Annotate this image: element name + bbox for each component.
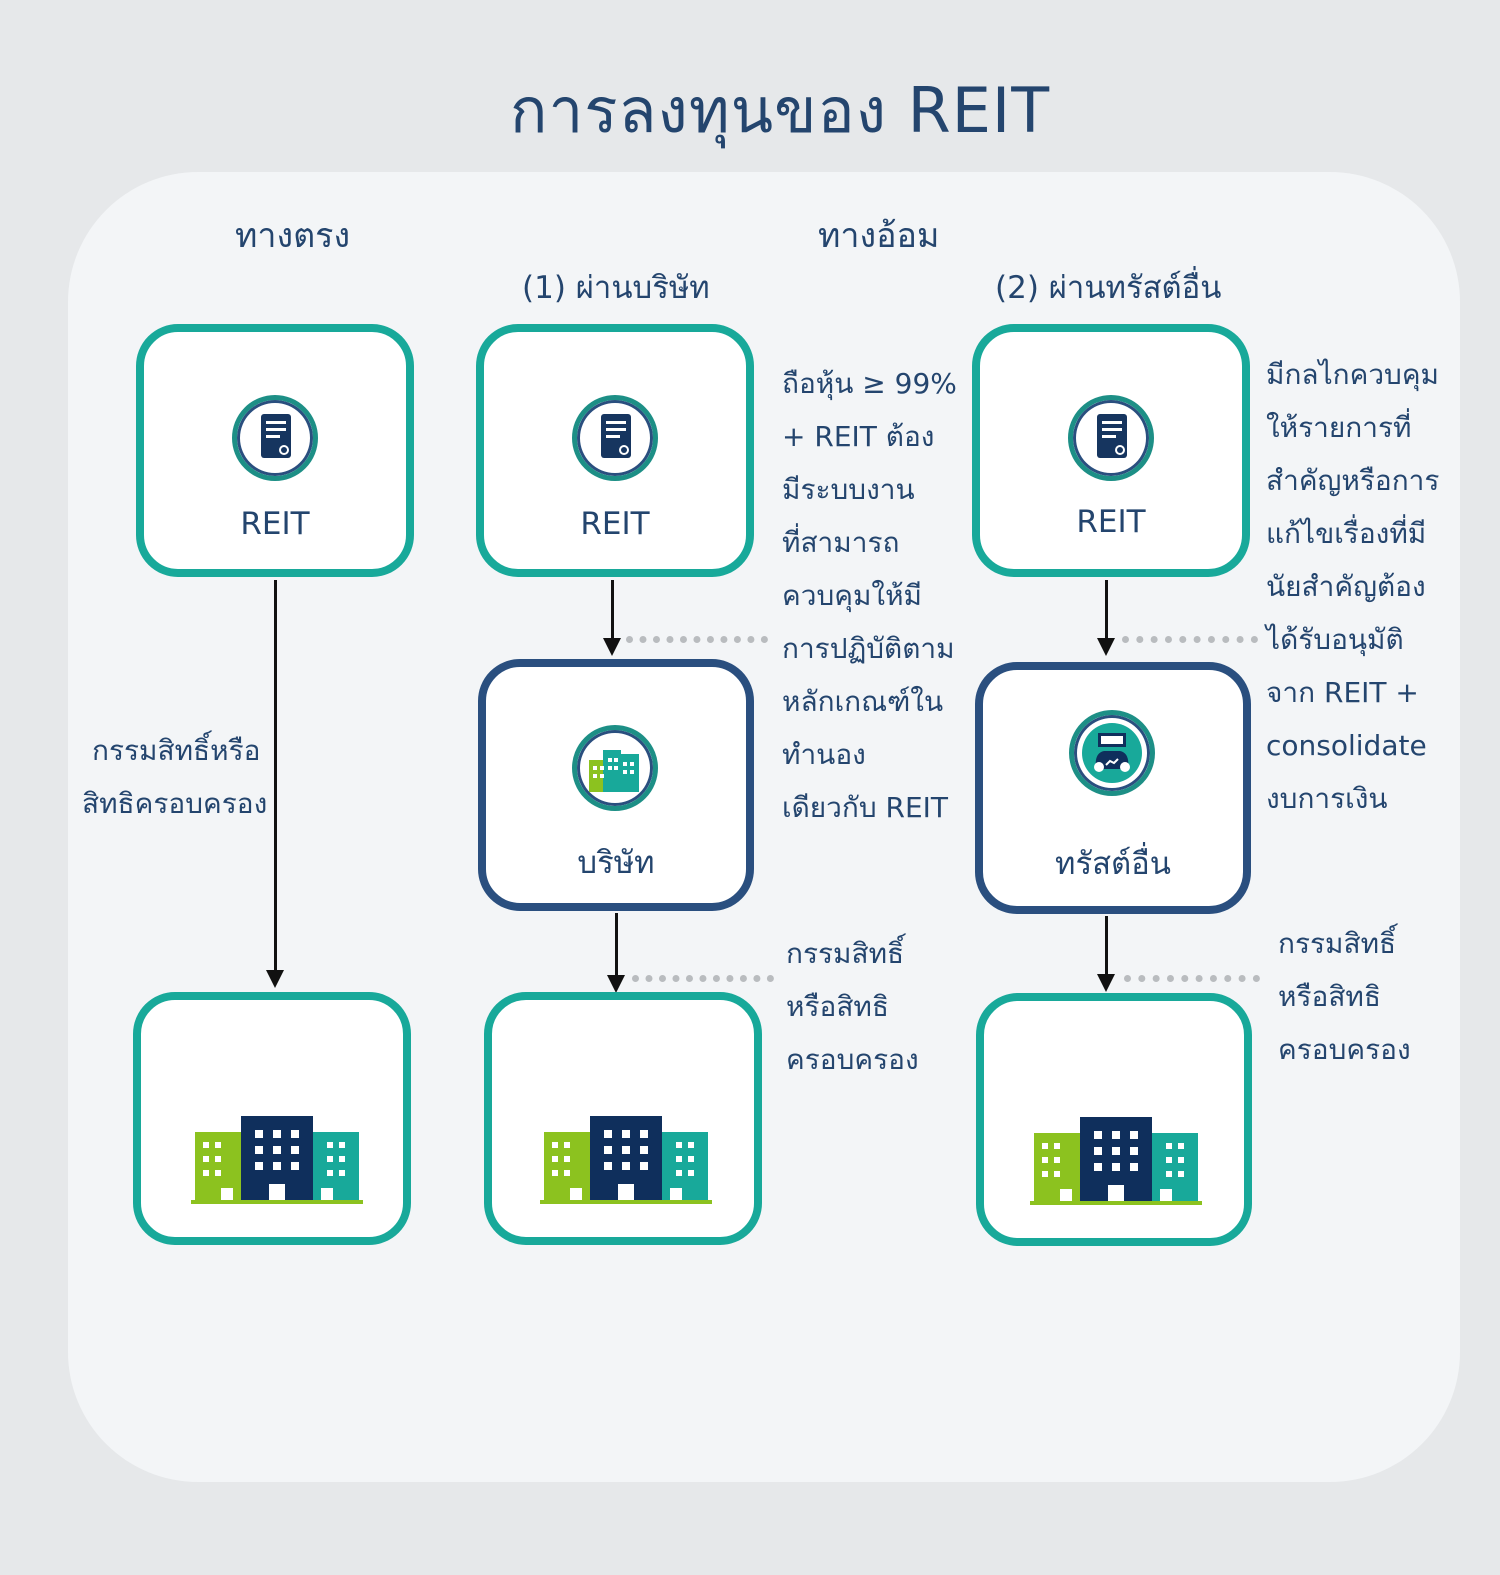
buildings-icon [191,1116,363,1204]
trust-note-line: จาก REIT + [1266,676,1419,709]
property-box-direct [133,992,411,1245]
trust-ownership-note: กรรมสิทธิ์ หรือสิทธิ ครอบครอง [1278,917,1411,1076]
ownership-note-line: ครอบครอง [1278,1033,1411,1066]
company-note-line: มีระบบงาน [782,473,915,506]
reit-label: REIT [580,506,650,542]
connector-dotted [1124,975,1260,982]
trust-note-line: มีกลไกควบคุม [1266,358,1440,391]
company-note-line: เดียวกับ REIT [782,791,949,824]
trust-note-line: งบการเงิน [1266,782,1388,815]
page-title: การลงทุนของ REIT [509,74,1051,147]
arrow-reit-company-head [603,638,621,656]
money-bag-icon [1069,710,1155,796]
trust-note: มีกลไกควบคุม ให้รายการที่ สำคัญหรือการ แ… [1266,348,1439,825]
trust-label: ทรัสต์อื่น [1055,846,1171,882]
property-box-trust [976,993,1252,1246]
ownership-note-line: กรรมสิทธิ์ [786,937,905,970]
arrow-company-property-line [615,913,618,975]
company-note-line: การปฏิบัติตาม [782,632,955,665]
trust-note-line: สำคัญหรือการ [1266,464,1440,497]
reit-label: REIT [1076,504,1146,540]
company-note-line: + REIT ต้อง [782,420,935,453]
ownership-note-line: หรือสิทธิ [786,990,889,1023]
arrow-reit-trust-line [1105,580,1108,638]
arrow-direct-line [274,580,277,970]
trust-note-line: นัยสำคัญต้อง [1266,570,1426,603]
company-note-line: ถือหุ้น ≥ 99% [782,367,957,400]
direct-edge-label-line-1: กรรมสิทธิ์หรือ [92,734,261,767]
direct-edge-label: กรรมสิทธิ์หรือ สิทธิครอบครอง [82,724,267,830]
connector-dotted [626,636,768,643]
ownership-note-line: ครอบครอง [786,1043,919,1076]
company-note-line: ทำนอง [782,738,866,771]
company-note: ถือหุ้น ≥ 99% + REIT ต้อง มีระบบงาน ที่ส… [782,357,957,834]
document-icon [572,395,658,481]
trust-box: ทรัสต์อื่น [975,662,1251,914]
arrow-direct-head [266,970,284,988]
buildings-icon [1030,1117,1202,1205]
arrow-trust-property-head [1097,974,1115,992]
heading-direct: ทางตรง [235,216,351,256]
buildings-icon [540,1116,712,1204]
trust-note-line: consolidate [1266,729,1427,762]
company-ownership-note: กรรมสิทธิ์ หรือสิทธิ ครอบครอง [786,927,919,1086]
property-box-company [484,992,762,1245]
connector-dotted [1122,636,1258,643]
direct-edge-label-line-2: สิทธิครอบครอง [82,787,268,820]
heading-via-company: (1) ผ่านบริษัท [522,270,710,306]
company-label: บริษัท [577,845,655,881]
arrow-reit-trust-head [1097,638,1115,656]
reit-box-direct: REIT [136,324,414,577]
reit-label: REIT [240,506,310,542]
reit-box-company: REIT [476,324,754,577]
heading-via-trust: (2) ผ่านทรัสต์อื่น [995,270,1222,306]
heading-indirect: ทางอ้อม [818,216,940,256]
company-note-line: ที่สามารถ [782,526,900,559]
connector-dotted [632,975,774,982]
company-note-line: หลักเกณฑ์ใน [782,685,944,718]
trust-note-line: ให้รายการที่ [1266,411,1412,444]
trust-note-line: ได้รับอนุมัติ [1266,623,1404,656]
ownership-note-line: หรือสิทธิ [1278,980,1381,1013]
office-building-icon [572,725,658,811]
ownership-note-line: กรรมสิทธิ์ [1278,927,1397,960]
arrow-trust-property-line [1105,916,1108,974]
document-icon [1068,395,1154,481]
trust-note-line: แก้ไขเรื่องที่มี [1266,517,1427,550]
reit-box-trust: REIT [972,324,1250,577]
arrow-company-property-head [607,975,625,993]
company-box: บริษัท [478,659,754,911]
company-note-line: ควบคุมให้มี [782,579,922,612]
arrow-reit-company-line [611,580,614,638]
document-icon [232,395,318,481]
